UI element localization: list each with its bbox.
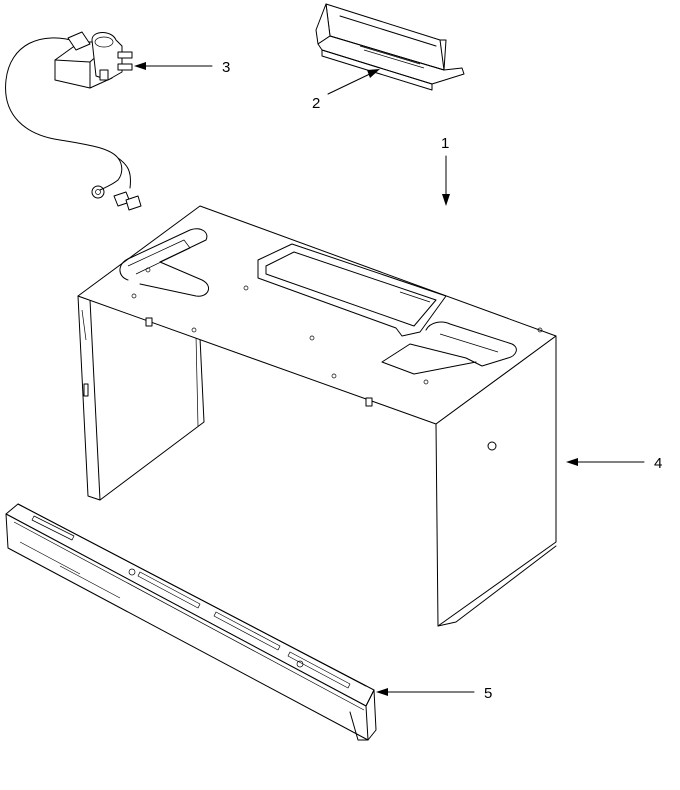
callout-label-5: 5	[484, 685, 492, 702]
callout-arrow-4	[566, 458, 645, 466]
callout-arrow-3	[134, 62, 213, 70]
callout-arrow-1	[442, 155, 450, 206]
callout-label-3: 3	[222, 59, 230, 76]
cabinet-shell-part	[77, 205, 557, 627]
callout-arrow-5	[376, 688, 475, 696]
callout-label-1: 1	[441, 135, 449, 152]
callout-arrow-2	[327, 69, 380, 95]
callout-label-4: 4	[654, 455, 662, 472]
callout-label-2: 2	[312, 95, 320, 112]
power-cord-part	[5, 31, 142, 211]
mounting-bracket-part	[315, 3, 465, 91]
vent-rail-part	[5, 503, 377, 741]
